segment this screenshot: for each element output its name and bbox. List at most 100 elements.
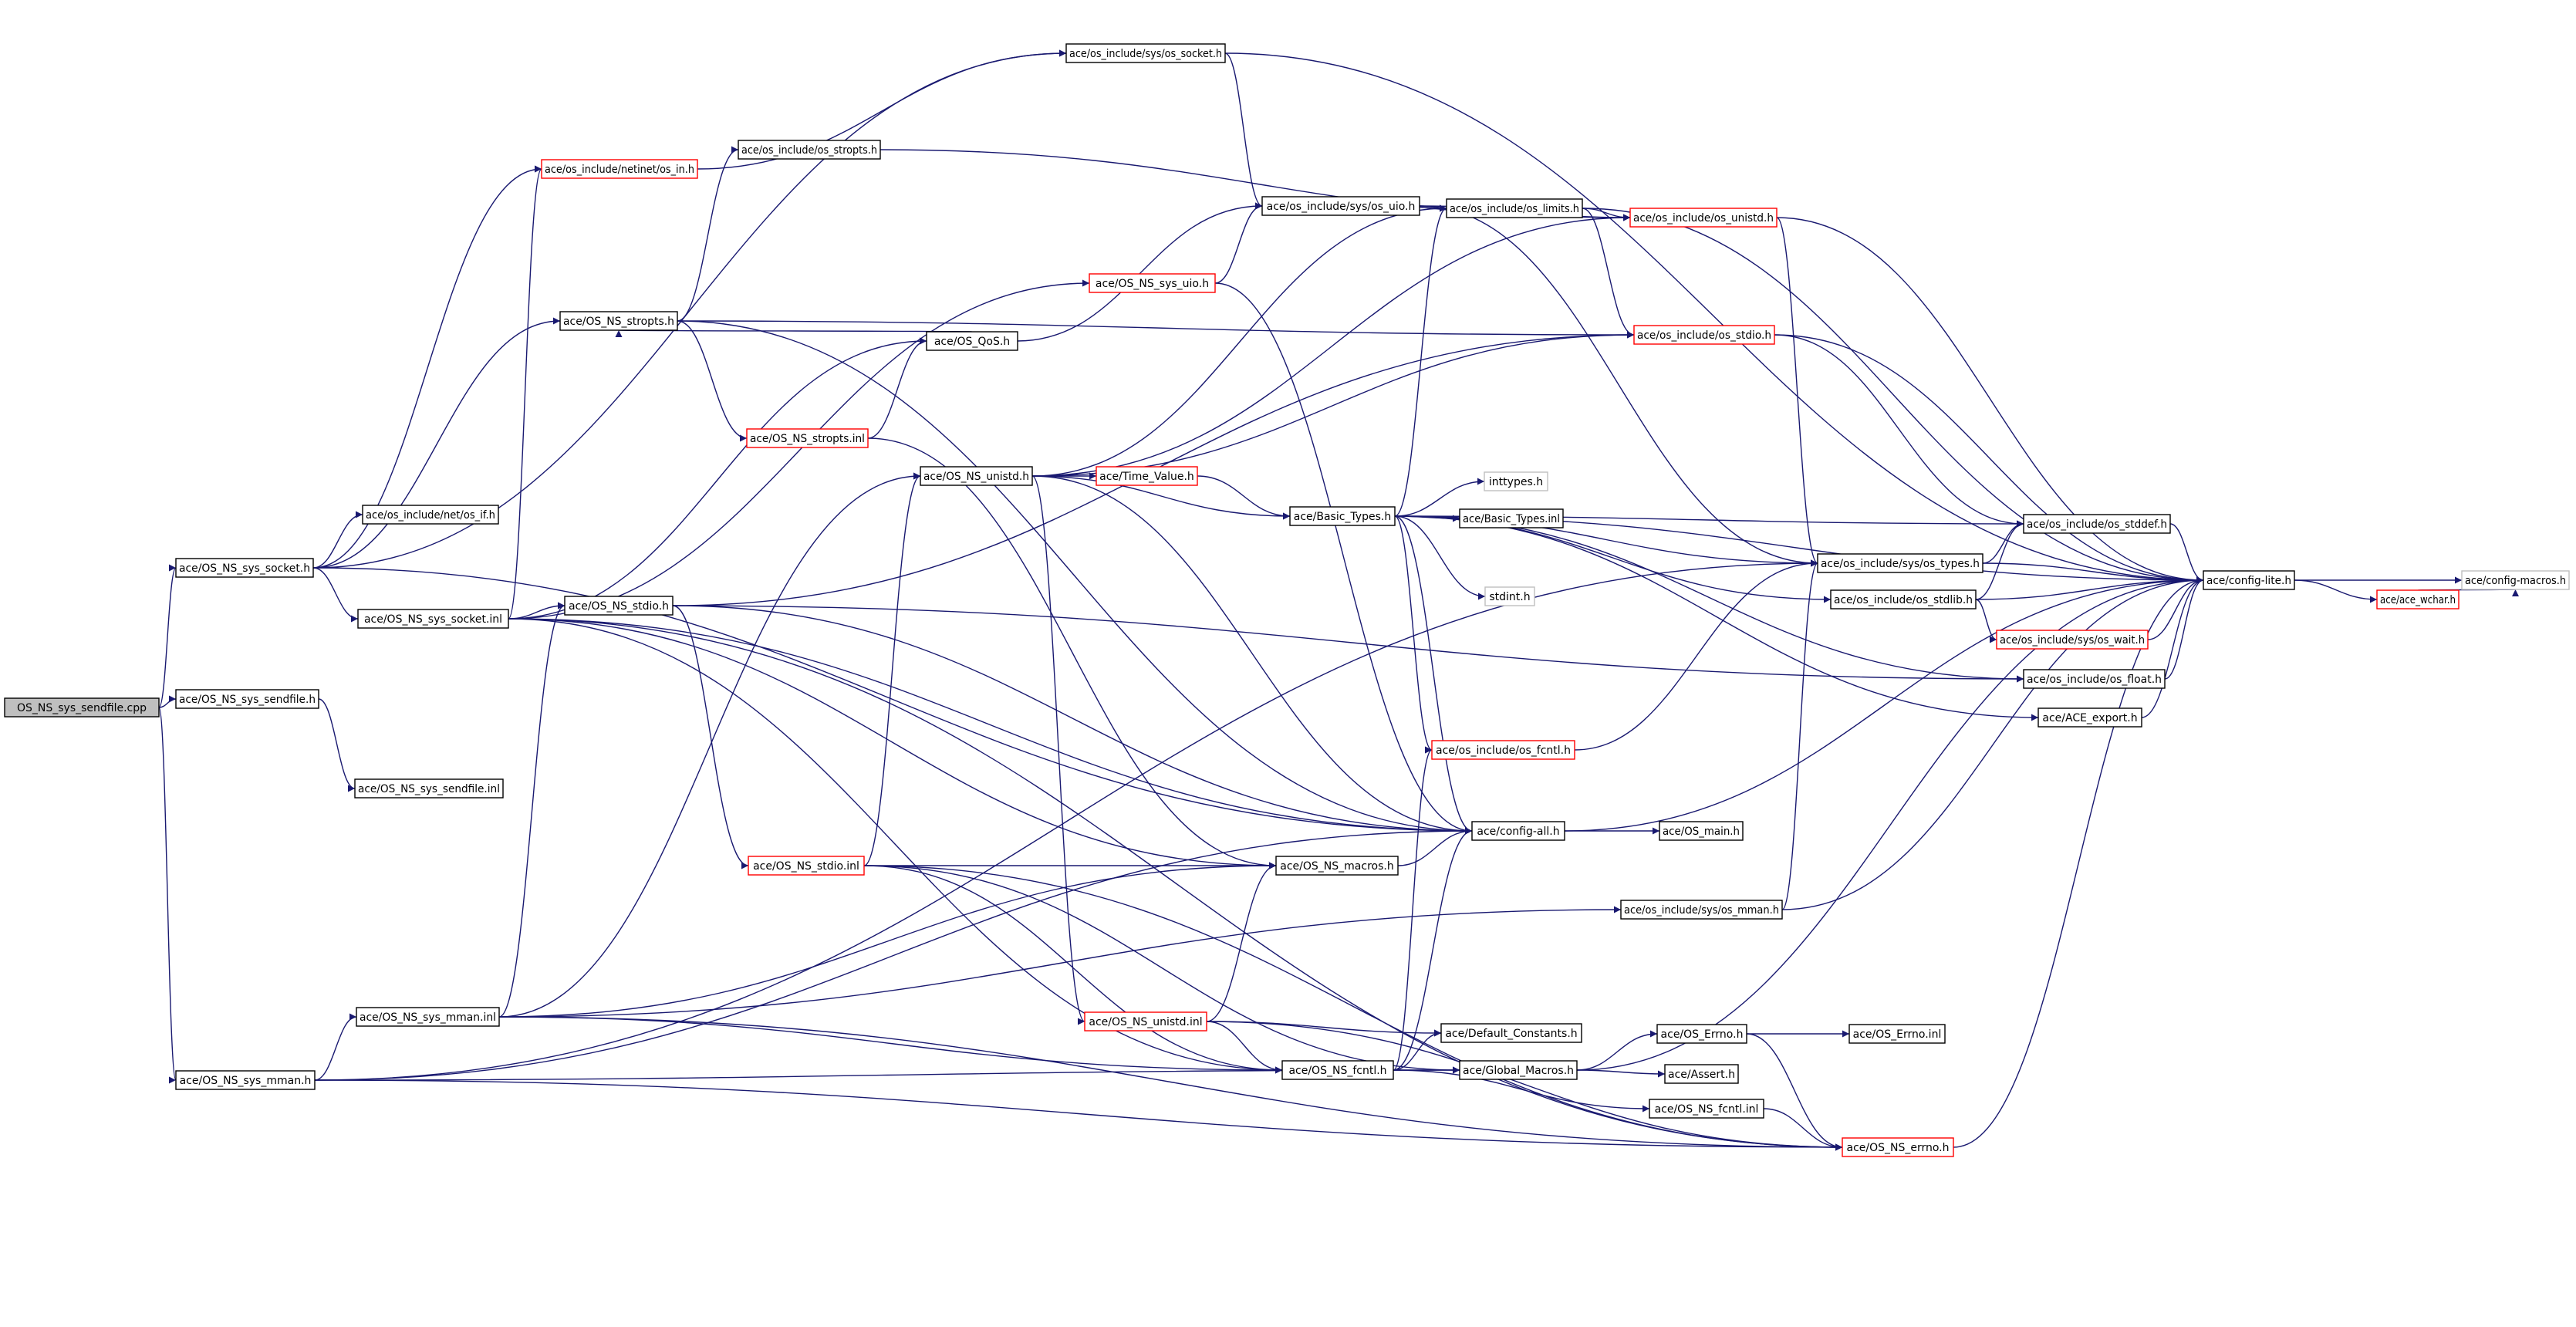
node-os-qos-h[interactable]: ace/OS_QoS.h	[926, 331, 1018, 351]
node-root[interactable]: OS_NS_sys_sendfile.cpp	[4, 697, 160, 718]
node-box[interactable]	[738, 140, 881, 160]
node-os-ns-stdio-inl[interactable]: ace/OS_NS_stdio.inl	[748, 856, 865, 876]
node-box[interactable]	[1484, 471, 1548, 491]
node-box[interactable]	[1848, 1024, 1946, 1044]
node-box[interactable]	[1065, 43, 1226, 63]
node-box[interactable]	[926, 331, 1018, 351]
node-box[interactable]	[2461, 570, 2570, 590]
node-sys-sendfile-inl[interactable]: ace/OS_NS_sys_sendfile.inl	[354, 778, 504, 799]
node-box[interactable]	[1459, 1060, 1578, 1080]
node-box[interactable]	[1649, 1099, 1764, 1119]
node-box[interactable]	[1996, 630, 2149, 650]
node-sys-sendfile-h[interactable]: ace/OS_NS_sys_sendfile.h	[175, 689, 319, 709]
node-sys-os-uio-h[interactable]: ace/os_include/sys/os_uio.h	[1261, 196, 1420, 216]
node-box[interactable]	[1659, 821, 1744, 841]
node-os-ns-errno-h[interactable]: ace/OS_NS_errno.h	[1842, 1137, 1954, 1157]
node-box[interactable]	[564, 596, 674, 616]
node-box[interactable]	[748, 856, 865, 876]
node-ace-wchar-h[interactable]: ace/ace_wchar.h	[2376, 589, 2460, 609]
node-netinet-os-in-h[interactable]: ace/os_include/netinet/os_in.h	[541, 159, 698, 179]
node-os-stdlib-h[interactable]: ace/os_include/os_stdlib.h	[1830, 589, 1977, 609]
node-box[interactable]	[1629, 208, 1778, 228]
node-config-all-h[interactable]: ace/config-all.h	[1471, 821, 1565, 841]
node-os-include-os-fcntl-h[interactable]: ace/os_include/os_fcntl.h	[1431, 740, 1575, 760]
node-basic-types-h[interactable]: ace/Basic_Types.h	[1289, 506, 1396, 526]
node-net-os-if-h[interactable]: ace/os_include/net/os_if.h	[362, 505, 499, 525]
node-os-ns-fcntl-h[interactable]: ace/OS_NS_fcntl.h	[1281, 1060, 1394, 1080]
node-os-errno-h[interactable]: ace/OS_Errno.h	[1656, 1024, 1747, 1044]
node-os-ns-unistd-h[interactable]: ace/OS_NS_unistd.h	[920, 466, 1033, 486]
node-box[interactable]	[1431, 740, 1575, 760]
node-box[interactable]	[1446, 198, 1583, 218]
node-box[interactable]	[1633, 325, 1775, 345]
node-box[interactable]	[746, 428, 869, 448]
node-box[interactable]	[1842, 1137, 1954, 1157]
node-sys-os-wait-h[interactable]: ace/os_include/sys/os_wait.h	[1996, 630, 2149, 650]
node-os-ns-macros-h[interactable]: ace/OS_NS_macros.h	[1275, 856, 1399, 876]
node-box[interactable]	[1289, 506, 1396, 526]
node-inttypes-h[interactable]: inttypes.h	[1484, 471, 1548, 491]
node-box[interactable]	[541, 159, 698, 179]
node-sys-mman-inl[interactable]: ace/OS_NS_sys_mman.inl	[356, 1007, 500, 1027]
node-assert-h[interactable]: ace/Assert.h	[1664, 1064, 1739, 1084]
node-sys-os-mman-h[interactable]: ace/os_include/sys/os_mman.h	[1620, 900, 1783, 920]
node-box[interactable]	[175, 558, 314, 578]
node-os-main-h[interactable]: ace/OS_main.h	[1659, 821, 1744, 841]
node-box[interactable]	[1484, 586, 1535, 606]
node-time-value-h[interactable]: ace/Time_Value.h	[1096, 466, 1198, 486]
node-box[interactable]	[1281, 1060, 1394, 1080]
node-box[interactable]	[1817, 553, 1983, 573]
node-sys-socket-inl[interactable]: ace/OS_NS_sys_socket.inl	[357, 609, 509, 629]
node-box[interactable]	[1620, 900, 1783, 920]
node-os-ns-fcntl-inl[interactable]: ace/OS_NS_fcntl.inl	[1649, 1099, 1764, 1119]
node-box[interactable]	[1664, 1064, 1739, 1084]
node-box[interactable]	[1656, 1024, 1747, 1044]
node-config-lite-h[interactable]: ace/config-lite.h	[2203, 570, 2295, 590]
node-box[interactable]	[175, 689, 319, 709]
node-os-limits-h[interactable]: ace/os_include/os_limits.h	[1446, 198, 1583, 218]
node-global-macros-h[interactable]: ace/Global_Macros.h	[1459, 1060, 1578, 1080]
node-os-ns-stropts-h[interactable]: ace/OS_NS_stropts.h	[559, 311, 678, 331]
node-box[interactable]	[1459, 508, 1564, 528]
node-os-float-h[interactable]: ace/os_include/os_float.h	[2023, 669, 2166, 689]
node-box[interactable]	[2203, 570, 2295, 590]
node-sys-os-socket-h[interactable]: ace/os_include/sys/os_socket.h	[1065, 43, 1226, 63]
node-os-errno-inl[interactable]: ace/OS_Errno.inl	[1848, 1024, 1946, 1044]
node-box[interactable]	[357, 609, 509, 629]
node-sys-os-types-h[interactable]: ace/os_include/sys/os_types.h	[1817, 553, 1983, 573]
node-default-constants-h[interactable]: ace/Default_Constants.h	[1440, 1023, 1582, 1043]
node-sys-socket-h[interactable]: ace/OS_NS_sys_socket.h	[175, 558, 314, 578]
node-box[interactable]	[1275, 856, 1399, 876]
node-os-ns-stropts-inl[interactable]: ace/OS_NS_stropts.inl	[746, 428, 869, 448]
node-box[interactable]	[2023, 669, 2166, 689]
node-box[interactable]	[354, 778, 504, 799]
node-os-include-os-unistd-h[interactable]: ace/os_include/os_unistd.h	[1629, 208, 1778, 228]
node-os-ns-sys-uio-h[interactable]: ace/OS_NS_sys_uio.h	[1089, 273, 1216, 293]
node-box[interactable]	[1261, 196, 1420, 216]
node-os-stropts-h[interactable]: ace/os_include/os_stropts.h	[738, 140, 881, 160]
node-box[interactable]	[1084, 1011, 1207, 1032]
node-os-stddef-h[interactable]: ace/os_include/os_stddef.h	[2023, 514, 2171, 534]
node-os-ns-stdio-h[interactable]: ace/OS_NS_stdio.h	[564, 596, 674, 616]
node-os-ns-unistd-inl[interactable]: ace/OS_NS_unistd.inl	[1084, 1011, 1207, 1032]
node-os-include-os-stdio-h[interactable]: ace/os_include/os_stdio.h	[1633, 325, 1775, 345]
node-ace-export-h[interactable]: ace/ACE_export.h	[2038, 707, 2142, 728]
node-box[interactable]	[1096, 466, 1198, 486]
node-box[interactable]	[2038, 707, 2142, 728]
node-box[interactable]	[1830, 589, 1977, 609]
node-stdint-h[interactable]: stdint.h	[1484, 586, 1535, 606]
node-box[interactable]	[175, 1070, 316, 1090]
node-box[interactable]	[356, 1007, 500, 1027]
node-config-macros-h[interactable]: ace/config-macros.h	[2461, 570, 2570, 590]
node-box[interactable]	[1471, 821, 1565, 841]
node-sys-mman-h[interactable]: ace/OS_NS_sys_mman.h	[175, 1070, 316, 1090]
node-box[interactable]	[920, 466, 1033, 486]
node-box[interactable]	[2376, 589, 2460, 609]
node-box[interactable]	[2023, 514, 2171, 534]
node-box[interactable]	[1089, 273, 1216, 293]
node-box[interactable]	[4, 697, 160, 718]
node-box[interactable]	[559, 311, 678, 331]
node-basic-types-inl[interactable]: ace/Basic_Types.inl	[1459, 508, 1564, 528]
node-box[interactable]	[362, 505, 499, 525]
node-box[interactable]	[1440, 1023, 1582, 1043]
